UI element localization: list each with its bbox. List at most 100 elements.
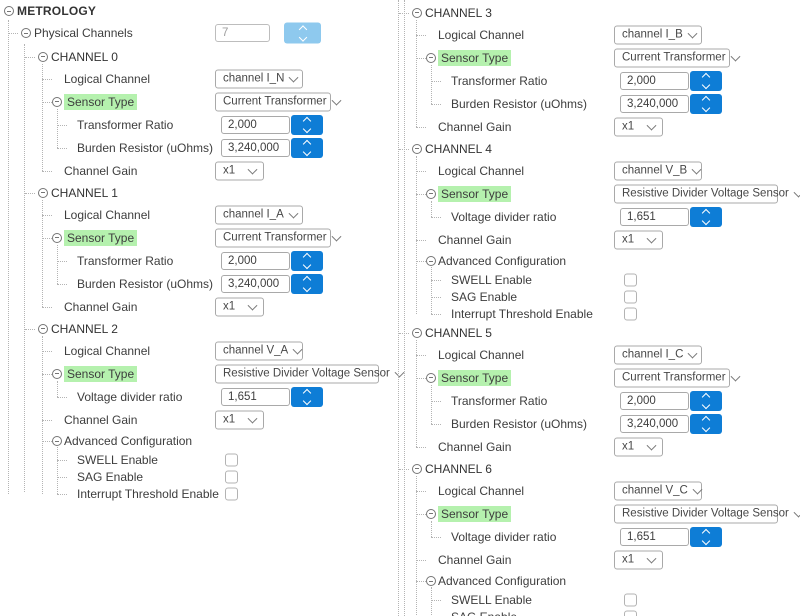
spinner-buttons[interactable]: [690, 206, 722, 227]
logical-channel-select[interactable]: channel I_B: [614, 25, 702, 44]
logical-channel-select[interactable]: channel I_N: [215, 69, 303, 88]
sensor-type-select[interactable]: Current Transformer: [215, 92, 341, 111]
transformer-ratio-input[interactable]: 2,000: [620, 71, 689, 90]
tree-connector-icon: [399, 468, 409, 470]
collapse-icon[interactable]: [38, 51, 48, 62]
collapse-icon[interactable]: [412, 327, 422, 338]
sensor-type-select[interactable]: Current Transformer: [614, 368, 740, 387]
collapse-icon[interactable]: [412, 143, 422, 154]
interrupt-threshold-enable-checkbox[interactable]: [624, 307, 637, 320]
burden-resistor-input[interactable]: 3,240,000: [221, 138, 290, 157]
collapse-icon[interactable]: [426, 52, 436, 63]
sag-enable-label: SAG Enable: [451, 610, 517, 616]
channel-gain-select[interactable]: x1: [215, 410, 264, 429]
tree-connector-icon: [42, 441, 52, 442]
checkbox-row: Interrupt Threshold Enable: [0, 485, 396, 502]
collapse-icon[interactable]: [4, 6, 14, 16]
transformer-ratio-input[interactable]: 2,000: [221, 115, 290, 134]
collapse-icon[interactable]: [426, 576, 436, 586]
sensor-type-select[interactable]: Resistive Divider Voltage Sensor: [614, 504, 800, 523]
transformer-ratio-input[interactable]: 2,000: [620, 391, 689, 410]
sag-enable-checkbox[interactable]: [225, 470, 238, 483]
spinner-up-icon: [701, 415, 711, 424]
tree-connector-icon: [25, 56, 35, 58]
burden-resistor-input[interactable]: 3,240,000: [221, 274, 290, 293]
logical-channel-select[interactable]: channel V_A: [215, 341, 303, 360]
metrology-title: METROLOGY: [17, 4, 97, 18]
swell-enable-checkbox[interactable]: [624, 593, 637, 606]
collapse-icon[interactable]: [426, 256, 436, 266]
collapse-icon[interactable]: [21, 28, 31, 38]
spinner-buttons[interactable]: [291, 137, 323, 158]
logical-channel-select[interactable]: channel I_A: [215, 205, 303, 224]
tree-connector-icon: [416, 377, 426, 379]
tree-connector-icon: [431, 423, 441, 425]
collapse-icon[interactable]: [38, 323, 48, 334]
sensor-type-select[interactable]: Resistive Divider Voltage Sensor: [614, 184, 800, 203]
voltage-divider-ratio-input[interactable]: 1,651: [620, 207, 689, 226]
transformer-ratio-label: Transformer Ratio: [451, 73, 548, 88]
collapse-icon[interactable]: [412, 7, 422, 18]
spinner-buttons[interactable]: [690, 70, 722, 91]
spinner-buttons[interactable]: [690, 390, 722, 411]
channel-gain-select[interactable]: x1: [215, 297, 264, 316]
collapse-icon[interactable]: [426, 508, 436, 519]
spinner-buttons[interactable]: [690, 526, 722, 547]
burden-resistor-input[interactable]: 3,240,000: [620, 414, 689, 433]
channel-gain-select[interactable]: x1: [215, 161, 264, 180]
interrupt-threshold-enable-checkbox[interactable]: [225, 487, 238, 500]
collapse-icon[interactable]: [38, 187, 48, 198]
tree-connector-icon: [42, 78, 52, 80]
sag-enable-checkbox[interactable]: [624, 290, 637, 303]
spinner-down-icon: [701, 216, 711, 225]
tree-connector-icon: [416, 261, 426, 262]
channel-gain-select[interactable]: x1: [614, 117, 663, 136]
tree-connector-icon: [57, 459, 67, 461]
advanced-configuration-header: Advanced Configuration: [0, 431, 396, 451]
channel-gain-select[interactable]: x1: [614, 437, 663, 456]
collapse-icon[interactable]: [426, 188, 436, 199]
sag-enable-checkbox[interactable]: [624, 610, 637, 616]
collapse-icon[interactable]: [52, 96, 62, 107]
advanced-configuration-header: Advanced Configuration: [396, 251, 800, 271]
collapse-icon[interactable]: [52, 232, 62, 243]
spinner-buttons[interactable]: [690, 93, 722, 114]
chevron-down-icon: [793, 507, 800, 518]
sensor-type-label: Sensor Type: [64, 229, 138, 246]
sensor-type-select[interactable]: Current Transformer: [215, 228, 341, 247]
collapse-icon[interactable]: [52, 368, 62, 379]
collapse-icon[interactable]: [52, 436, 62, 446]
logical-channel-select[interactable]: channel V_B: [614, 161, 702, 180]
collapse-icon[interactable]: [412, 463, 422, 474]
voltage-divider-ratio-input[interactable]: 1,651: [221, 387, 290, 406]
channel-gain-select[interactable]: x1: [614, 230, 663, 249]
logical-channel-label: Logical Channel: [64, 71, 151, 86]
logical-channel-select[interactable]: channel I_C: [614, 345, 702, 364]
spinner-buttons[interactable]: [291, 114, 323, 135]
channel-gain-select[interactable]: x1: [614, 550, 663, 569]
spinner-buttons[interactable]: [291, 386, 323, 407]
spinner-down-icon: [302, 396, 312, 405]
tree-connector-icon: [416, 239, 426, 241]
channel-gain-label: Channel Gain: [64, 299, 138, 314]
swell-enable-checkbox[interactable]: [624, 273, 637, 286]
spinner-buttons[interactable]: [291, 250, 323, 271]
logical-channel-select[interactable]: channel V_C: [614, 481, 703, 500]
spinner-up-icon: [302, 252, 312, 261]
burden-resistor-input[interactable]: 3,240,000: [620, 94, 689, 113]
voltage-divider-ratio-input[interactable]: 1,651: [620, 527, 689, 546]
sensor-type-select[interactable]: Current Transformer: [614, 48, 740, 67]
collapse-icon[interactable]: [426, 372, 436, 383]
spinner-buttons[interactable]: [291, 273, 323, 294]
spinner-buttons[interactable]: [690, 413, 722, 434]
selected-option: x1: [622, 440, 635, 453]
transformer-ratio-input[interactable]: 2,000: [221, 251, 290, 270]
swell-enable-checkbox[interactable]: [225, 453, 238, 466]
sensor-type-select[interactable]: Resistive Divider Voltage Sensor: [215, 364, 405, 383]
